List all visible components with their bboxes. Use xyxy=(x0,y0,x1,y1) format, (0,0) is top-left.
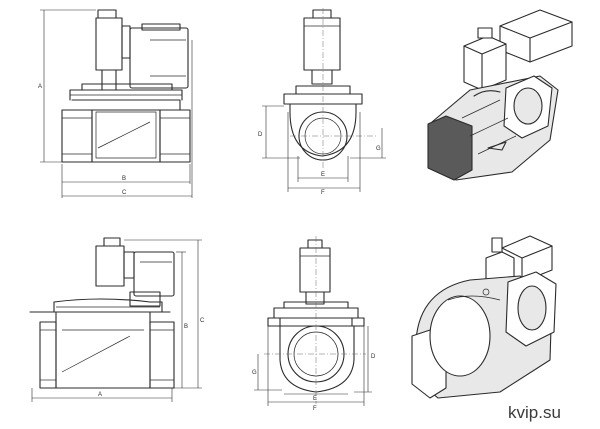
label-dim-g: G xyxy=(376,146,381,152)
coil-housing xyxy=(95,17,123,71)
flow-arrow-icon xyxy=(487,141,507,151)
valve-body xyxy=(289,103,357,157)
top-side-view: A B C xyxy=(38,9,193,198)
label-dim-b: B xyxy=(122,176,126,182)
top-isometric-view xyxy=(427,9,573,181)
bottom-front-view: G D E F xyxy=(252,236,376,412)
port-left xyxy=(39,321,57,389)
label-dim-d: D xyxy=(258,132,263,138)
label-dim-e: E xyxy=(313,396,317,402)
top-front-view: D E F G xyxy=(258,8,386,196)
label-dim-c: C xyxy=(122,190,127,196)
label-dim-f: F xyxy=(313,406,317,412)
coil-nut xyxy=(312,9,332,19)
coil-nut xyxy=(103,237,121,247)
iso-coil xyxy=(463,35,507,91)
label-dim-g: G xyxy=(252,370,257,376)
port-right xyxy=(149,321,175,389)
label-dim-e: E xyxy=(321,172,325,178)
label-dim-a: A xyxy=(38,84,42,90)
coil-nut xyxy=(97,9,117,19)
coil-housing xyxy=(95,245,125,287)
bottom-side-view: A B C xyxy=(29,237,205,402)
connector-box xyxy=(133,251,175,297)
watermark-text: kvip.su xyxy=(508,403,561,422)
label-dim-f: F xyxy=(321,190,325,196)
valve-cover xyxy=(53,298,163,313)
valve-body xyxy=(55,311,151,389)
valve-body xyxy=(71,99,181,163)
label-dim-b: B xyxy=(184,324,188,330)
connector-box xyxy=(129,27,189,89)
coil-housing xyxy=(299,247,331,293)
coil-nut xyxy=(307,239,323,249)
label-dim-c: C xyxy=(200,318,205,324)
label-dim-a: A xyxy=(98,392,102,398)
label-dim-d: D xyxy=(371,354,376,360)
iso-port-left xyxy=(427,115,473,181)
bottom-isometric-view xyxy=(411,235,557,399)
